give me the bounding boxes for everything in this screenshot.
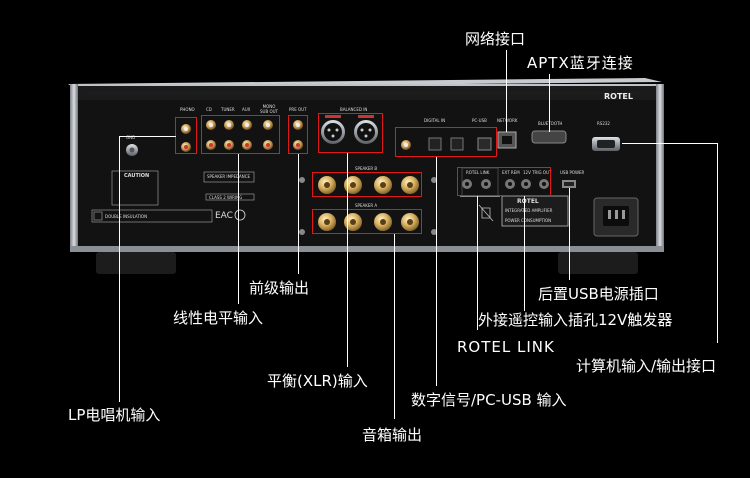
callout-speaker-out: 音箱输出 xyxy=(362,426,423,444)
highlight-xlr xyxy=(318,113,383,153)
highlight-digital xyxy=(395,127,497,157)
callout-line-aptx xyxy=(549,74,550,132)
panel-label-usb-power: USB POWER xyxy=(560,170,585,175)
highlight-phono xyxy=(175,117,197,154)
callout-line-pre-out xyxy=(298,154,299,274)
panel-label-cd: CD xyxy=(206,107,212,112)
highlight-speaker-b xyxy=(312,172,422,197)
panel-label-speaker-impedance: SPEAKER IMPEDANCE xyxy=(207,174,251,179)
callout-pre-out: 前级输出 xyxy=(249,279,310,297)
panel-label-tuner: TUNER xyxy=(221,107,235,112)
callout-line-rs232-h xyxy=(622,143,718,144)
panel-label-digital-in: DIGITAL IN xyxy=(424,118,446,123)
callout-digital-pcusb: 数字信号/PC-USB 输入 xyxy=(411,391,567,409)
panel-label-bluetooth: BLUETOOTH xyxy=(538,121,563,126)
panel-label-mono-sub-out: MONO SUB OUT xyxy=(259,104,278,114)
callout-line-line-input xyxy=(238,154,239,304)
callout-line-xlr xyxy=(347,153,348,367)
panel-label-caution: CAUTION xyxy=(124,173,150,179)
callout-line-rotel-link xyxy=(477,196,478,330)
callout-line-speaker xyxy=(394,234,395,419)
callout-balanced-xlr: 平衡(XLR)输入 xyxy=(267,372,368,390)
callout-usb-power: 后置USB电源插口 xyxy=(538,285,659,303)
panel-label-trig-out: 12V TRIG OUT xyxy=(523,170,552,175)
panel-brand-top: ROTEL xyxy=(604,92,633,101)
panel-label-integrated-amplifier: INTEGRATED AMPLIFIER xyxy=(505,208,553,213)
panel-label-class-2-wiring: CLASS 2 WIRING xyxy=(209,195,243,200)
callout-line-remote xyxy=(524,196,525,311)
callout-aptx-bluetooth: APTX蓝牙连接 xyxy=(527,54,634,72)
callout-computer-io: 计算机输入/输出接口 xyxy=(576,357,717,375)
panel-label-speaker-b: SPEAKER B xyxy=(355,166,378,171)
callout-line-usb xyxy=(569,188,570,280)
panel-label-rotel-link: ROTEL LINK xyxy=(466,170,490,175)
callout-line-digital xyxy=(436,157,437,386)
panel-label-ext-rem: EXT REM xyxy=(502,170,520,175)
callout-remote-trigger: 外接遥控输入插孔12V触发器 xyxy=(478,311,673,329)
callout-rotel-link: ROTEL LINK xyxy=(457,338,555,356)
panel-label-pre-out: PRE OUT xyxy=(289,107,307,112)
panel-label-double-insulation: DOUBLE INSULATION xyxy=(105,214,148,219)
panel-label-network: NETWORK xyxy=(497,118,518,123)
panel-label-pc-usb: PC-USB xyxy=(472,118,487,123)
callout-lp-phono: LP电唱机输入 xyxy=(68,406,161,424)
callout-line-network xyxy=(506,50,507,132)
panel-label-speaker-a: SPEAKER A xyxy=(355,203,378,208)
highlight-pre-out xyxy=(288,115,308,154)
panel-label-gnd: GND xyxy=(126,135,136,140)
panel-label-power-consumption: POWER CONSUMPTION xyxy=(505,218,552,223)
callout-line-rs232-v xyxy=(717,143,718,343)
callout-line-phono-h xyxy=(119,136,176,137)
panel-label-brand: ROTEL xyxy=(517,198,539,205)
highlight-link-trigger xyxy=(457,167,551,196)
panel-label-rs232: RS232 xyxy=(597,121,610,126)
highlight-line-inputs xyxy=(201,115,280,154)
xlr-jacks xyxy=(321,115,378,144)
panel-label-balanced-in: BALANCED IN xyxy=(340,107,368,112)
highlight-speaker-a xyxy=(312,209,422,234)
callout-network-port: 网络接口 xyxy=(465,30,526,48)
callout-line-phono-v xyxy=(119,136,120,402)
phono-jacks xyxy=(181,124,191,152)
panel-label-aux: AUX xyxy=(242,107,251,112)
svg-text:EAC: EAC xyxy=(215,211,233,221)
speaker-terminals xyxy=(318,176,419,231)
panel-label-phono: PHONO xyxy=(180,107,195,112)
callout-line-input: 线性电平输入 xyxy=(173,309,264,327)
